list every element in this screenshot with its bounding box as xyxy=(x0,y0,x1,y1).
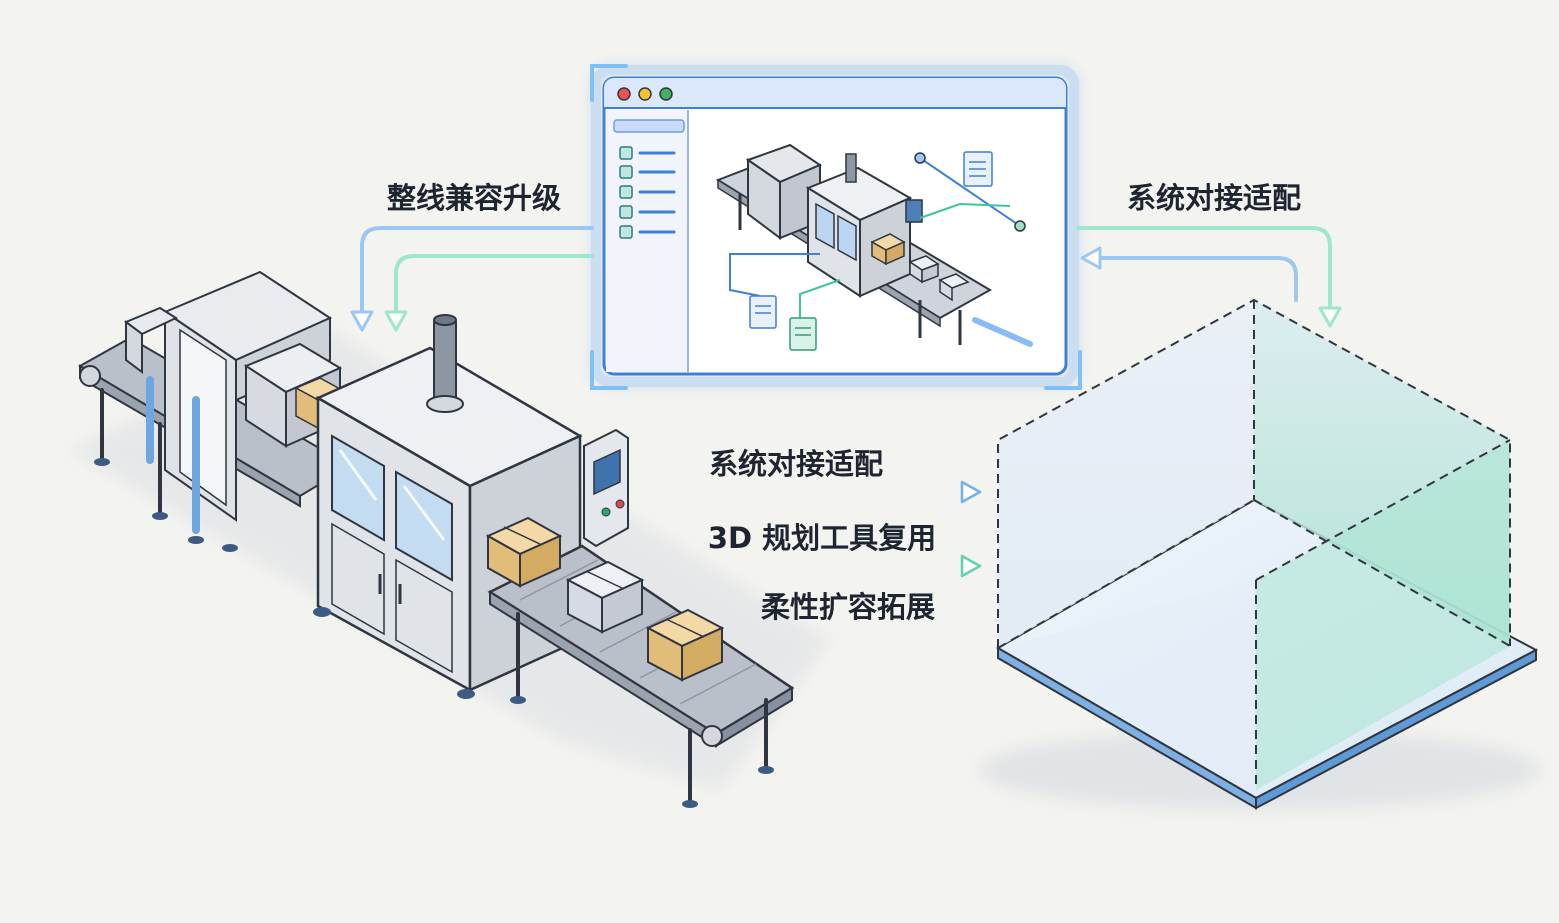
upgrade-arrows xyxy=(350,226,594,332)
mini-conveyor-icon xyxy=(715,143,1033,351)
label-expansion: 柔性扩容拓展 xyxy=(761,590,935,624)
label-system-mid: 系统对接适配 xyxy=(709,447,883,481)
label-upgrade: 整线兼容升级 xyxy=(387,181,561,215)
app-window-icon xyxy=(590,64,1082,390)
label-system-top: 系统对接适配 xyxy=(1127,181,1301,215)
middle-arrows xyxy=(652,480,982,578)
expansion-volume-icon xyxy=(980,298,1540,810)
system-arrows xyxy=(1076,226,1342,328)
label-tool-reuse: 3D 规划工具复用 xyxy=(708,521,936,555)
conveyor-line-icon xyxy=(70,270,830,808)
